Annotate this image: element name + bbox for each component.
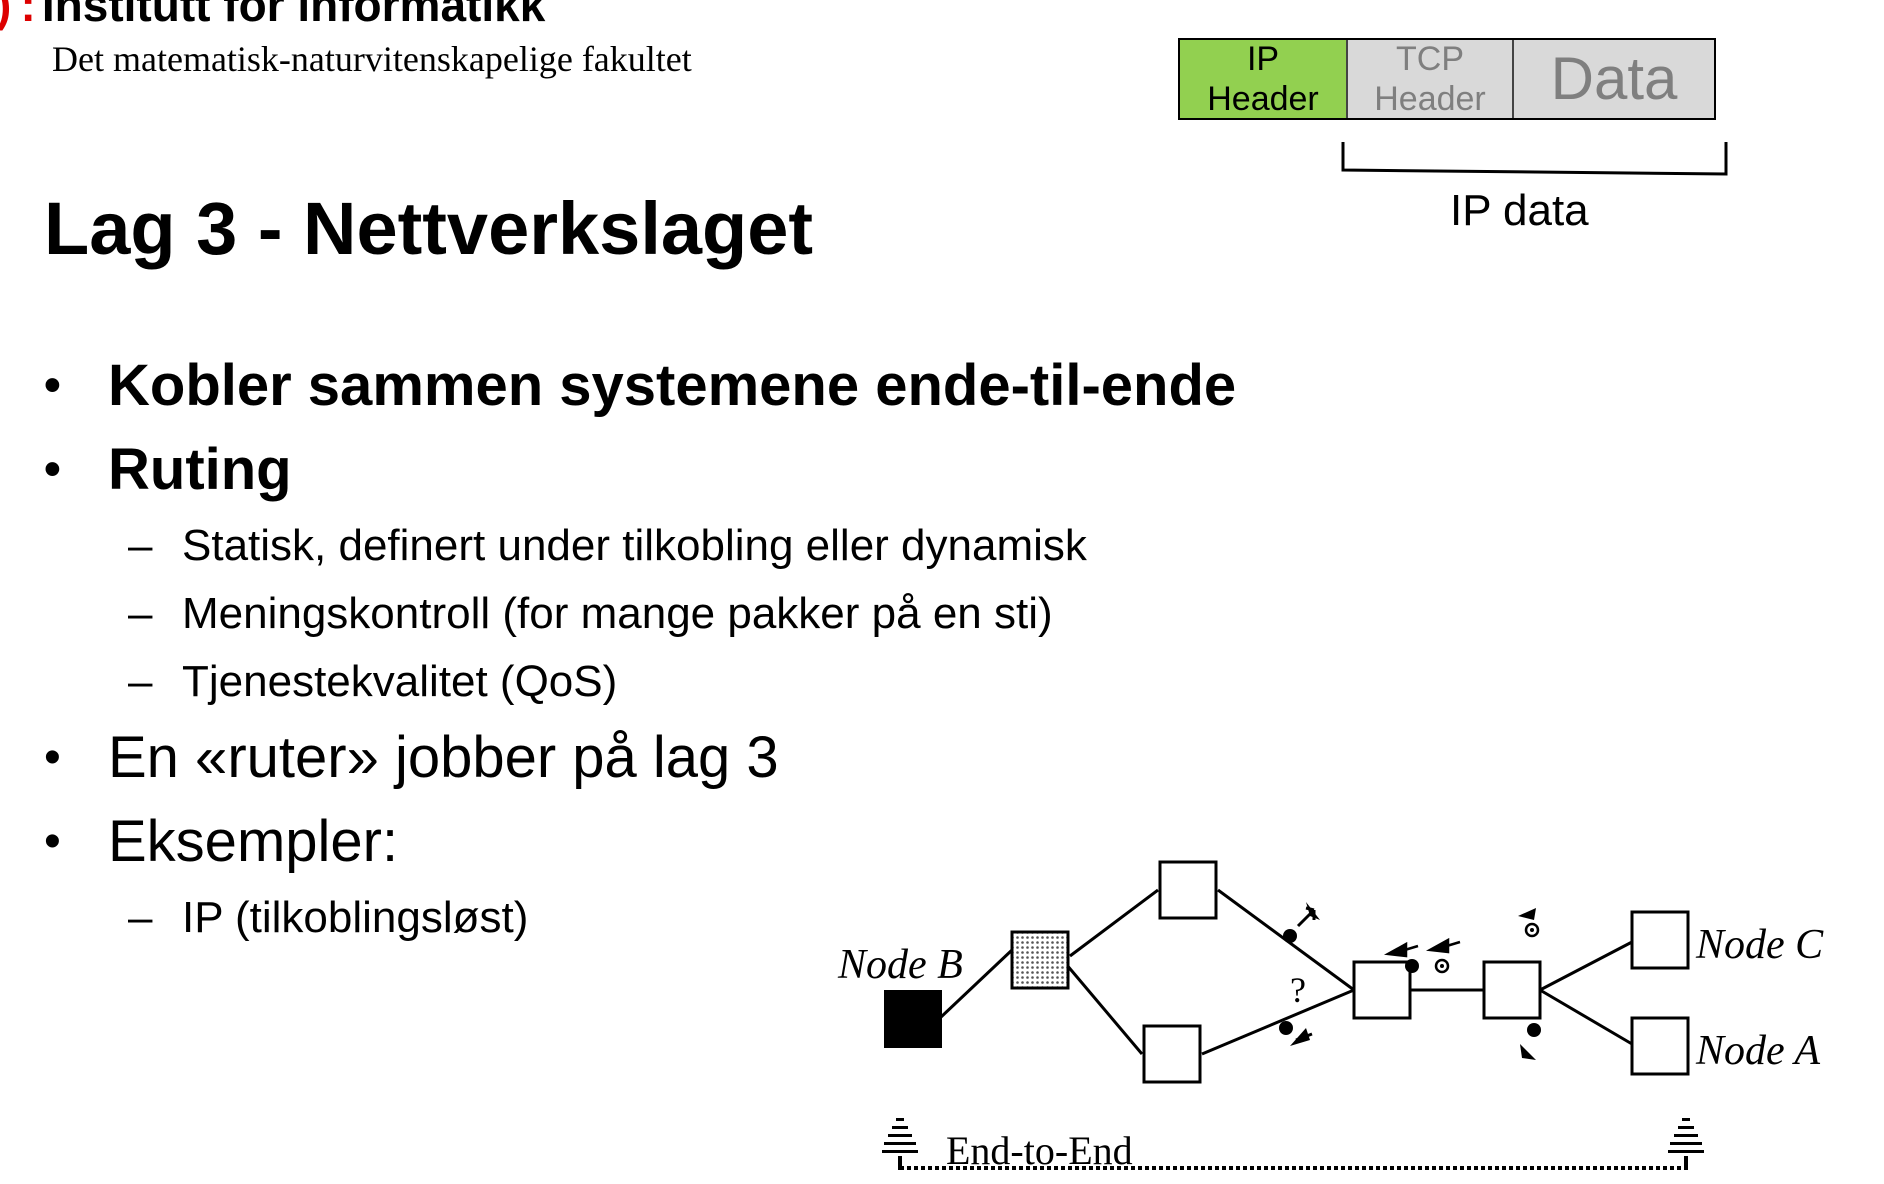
bullet-item: • Eksempler:: [44, 800, 1236, 884]
bullet-text: Meningskontroll (for mange pakker på en …: [182, 589, 1053, 638]
bullet-text: Ruting: [108, 437, 292, 502]
ip-header-line2: Header: [1207, 80, 1319, 118]
bullet-item: • Ruting: [44, 428, 1236, 512]
bullet-item: • En «ruter» jobber på lag 3: [44, 716, 1236, 800]
tcp-header-line1: TCP: [1396, 40, 1464, 78]
node-b-box: [884, 990, 942, 1048]
bullet-dot-icon: •: [44, 443, 61, 496]
routing-diagram: Node B Node C Node A ? End-to-End: [837, 860, 1824, 1173]
node-c-label: Node C: [1695, 922, 1824, 968]
sub-bullet-item: –Meningskontroll (for mange pakker på en…: [44, 580, 1236, 648]
bullet-text: IP (tilkoblingsløst): [182, 893, 529, 942]
bullet-dot-icon: •: [44, 731, 61, 784]
institute-logo: ) :Institutt for informatikk: [0, 0, 545, 32]
bullet-text: Tjenestekvalitet (QoS): [182, 657, 618, 706]
bullet-text: En «ruter» jobber på lag 3: [108, 725, 779, 790]
bullet-text: Kobler sammen systemene ende-til-ende: [108, 353, 1237, 418]
bullet-dot-icon: •: [44, 815, 61, 868]
router-top-box: [1158, 860, 1218, 920]
bullet-text: Statisk, definert under tilkobling eller…: [182, 521, 1087, 570]
dash-marker-icon: –: [128, 521, 153, 570]
node-b-label: Node B: [837, 942, 963, 988]
router-right-box: [1482, 960, 1542, 1020]
dash-marker-icon: –: [128, 657, 153, 706]
dash-marker-icon: –: [128, 589, 153, 638]
ip-data-bracket: [1341, 142, 1728, 176]
router-bottom-box: [1142, 1024, 1202, 1084]
ip-header-cell: IP Header: [1180, 40, 1348, 118]
node-c-box: [1630, 910, 1690, 970]
bullet-item: • Kobler sammen systemene ende-til-ende: [44, 344, 1236, 428]
data-cell-label: Data: [1550, 45, 1678, 112]
page-title: Lag 3 - Nettverkslaget: [44, 187, 814, 270]
end-to-end-label: End-to-End: [946, 1128, 1133, 1173]
bullet-list: • Kobler sammen systemene ende-til-ende • R…: [44, 344, 1236, 952]
end-to-end-arrow: [882, 1118, 1704, 1170]
sub-bullet-item: –IP (tilkoblingsløst): [44, 884, 1236, 952]
router-mid-box: [1352, 960, 1412, 1020]
route-question-mark: ?: [1290, 970, 1306, 1010]
institute-name: Institutt for informatikk: [41, 0, 546, 31]
packet-markers: [1279, 902, 1541, 1060]
dash-marker-icon: –: [128, 893, 153, 942]
network-links: [938, 888, 1633, 1056]
ip-header-line1: IP: [1246, 40, 1280, 78]
router-shaded-box: [1010, 930, 1070, 990]
sub-bullet-item: –Tjenestekvalitet (QoS): [44, 648, 1236, 716]
logo-mark-icon: ) :: [0, 0, 36, 31]
node-a-box: [1630, 1016, 1690, 1076]
packet-diagram: IP Header TCP Header Data: [1178, 38, 1716, 120]
faculty-name: Det matematisk-naturvitenskapelige fakul…: [52, 39, 692, 79]
data-cell: Data: [1514, 40, 1714, 118]
sub-bullet-item: –Statisk, definert under tilkobling elle…: [44, 512, 1236, 580]
ip-data-label: IP data: [1450, 186, 1589, 235]
tcp-header-cell: TCP Header: [1348, 40, 1514, 118]
bullet-dot-icon: •: [44, 359, 61, 412]
tcp-header-line2: Header: [1374, 80, 1486, 118]
bullet-text: Eksempler:: [108, 809, 399, 874]
node-a-label: Node A: [1695, 1028, 1820, 1074]
